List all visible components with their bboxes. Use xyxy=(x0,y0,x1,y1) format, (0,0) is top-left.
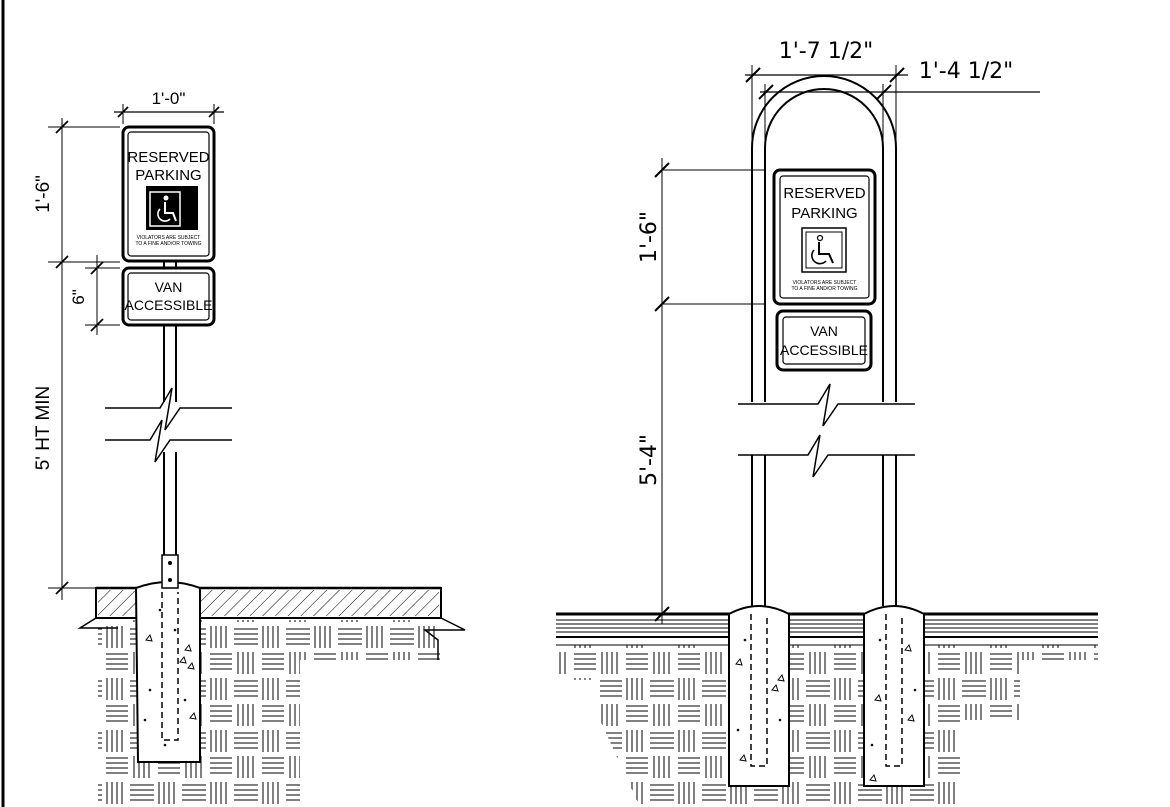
pavement-hatch xyxy=(200,590,439,616)
sign-line-2-right: PARKING xyxy=(791,205,857,222)
sign-line-1-right: RESERVED xyxy=(783,185,865,202)
concrete-footing xyxy=(134,581,201,763)
inner-width-label: 1'-4 1/2" xyxy=(919,59,1014,84)
mount-height-label-right: 5'-4" xyxy=(637,434,662,486)
arch-frame xyxy=(751,75,897,606)
right-detail: RESERVED PARKING VIOLATORS ARE SUBJECT T… xyxy=(556,39,1098,807)
concrete-footing-right xyxy=(863,605,925,787)
sign-line-2: PARKING xyxy=(135,167,201,184)
mount-height-label: 5' HT MIN xyxy=(33,386,54,471)
sign-fine-1-right: VIOLATORS ARE SUBJECT xyxy=(793,280,857,286)
width-dimensions-right xyxy=(745,65,1040,148)
sign-height-label-right: 1'-6" xyxy=(637,211,662,263)
sign-fine-2: TO A FINE AND/OR TOWING xyxy=(135,241,201,247)
reserved-parking-sign-right: RESERVED PARKING VIOLATORS ARE SUBJECT T… xyxy=(772,168,877,306)
van-accessible-sign-right: VAN ACCESSIBLE xyxy=(775,309,873,372)
break-line-symbol xyxy=(105,387,232,463)
van-accessible-sign: VAN ACCESSIBLE xyxy=(121,266,216,327)
earth-hatch-right xyxy=(556,645,1098,807)
van-line-2: ACCESSIBLE xyxy=(125,297,213,313)
outer-width-label: 1'-7 1/2" xyxy=(779,39,874,64)
left-detail: RESERVED PARKING VIOLATORS ARE SUBJECT T… xyxy=(33,89,466,807)
height-dimensions-right xyxy=(654,158,765,624)
sign-fine-1: VIOLATORS ARE SUBJECT xyxy=(137,235,201,241)
van-line-1: VAN xyxy=(155,279,183,295)
van-line-2-right: ACCESSIBLE xyxy=(780,342,868,358)
reserved-parking-sign: RESERVED PARKING VIOLATORS ARE SUBJECT T… xyxy=(121,125,216,263)
van-line-1-right: VAN xyxy=(810,323,838,339)
sign-fine-2-right: TO A FINE AND/OR TOWING xyxy=(791,286,857,292)
pavement-section xyxy=(556,612,1098,646)
width-label: 1'-0" xyxy=(152,89,186,108)
wheelchair-icon xyxy=(801,227,847,273)
concrete-footing-left xyxy=(728,605,790,787)
van-height-label: 6" xyxy=(69,289,88,305)
break-line-symbol-right xyxy=(738,383,915,478)
wheelchair-icon xyxy=(149,191,181,227)
width-dimension: 1'-0" xyxy=(114,89,224,124)
height-dimensions xyxy=(48,118,120,600)
sign-line-1: RESERVED xyxy=(127,149,209,166)
sign-height-label: 1'-6" xyxy=(33,175,54,213)
